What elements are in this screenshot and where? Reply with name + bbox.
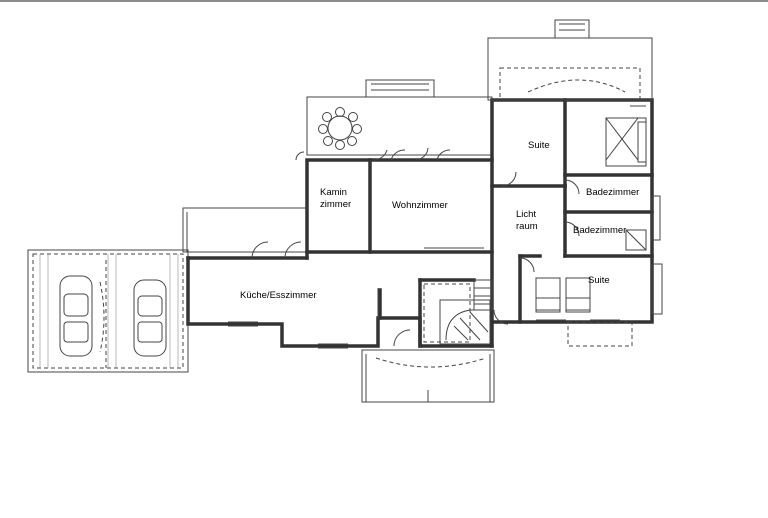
house-walls bbox=[186, 98, 654, 348]
shower-icon bbox=[625, 229, 647, 251]
room-label-licht-1: Licht bbox=[516, 209, 536, 220]
west-terrace bbox=[182, 207, 308, 253]
north-steps bbox=[365, 79, 435, 98]
staircase bbox=[439, 279, 493, 345]
bed-icon bbox=[535, 277, 591, 313]
room-label-wohnzimmer: Wohnzimmer bbox=[392, 200, 448, 211]
dining-table-icon bbox=[318, 107, 362, 150]
car-icon bbox=[59, 275, 93, 357]
east-window bbox=[651, 263, 663, 315]
windows bbox=[228, 105, 646, 349]
room-label-badezimmer-bottom: Badezimmer bbox=[573, 225, 626, 236]
stair-hall bbox=[423, 283, 471, 343]
room-label-kamin-2: zimmer bbox=[320, 199, 351, 210]
north-terrace bbox=[306, 96, 493, 156]
room-label-kamin-1: Kamin bbox=[320, 187, 347, 198]
room-label-licht-2: raum bbox=[516, 221, 538, 232]
room-label-badezimmer-top: Badezimmer bbox=[586, 187, 639, 198]
east-terrace bbox=[487, 19, 653, 101]
carport bbox=[27, 249, 189, 373]
room-label-suite-bottom: Suite bbox=[588, 275, 610, 286]
entrance-terrace bbox=[361, 349, 495, 403]
doors bbox=[251, 147, 580, 347]
bed-icon bbox=[605, 117, 647, 167]
east-window bbox=[651, 195, 661, 241]
room-label-suite-top: Suite bbox=[528, 140, 550, 151]
east-bay bbox=[567, 321, 633, 347]
room-label-kueche: Küche/Esszimmer bbox=[240, 290, 317, 301]
car-icon bbox=[133, 279, 167, 357]
